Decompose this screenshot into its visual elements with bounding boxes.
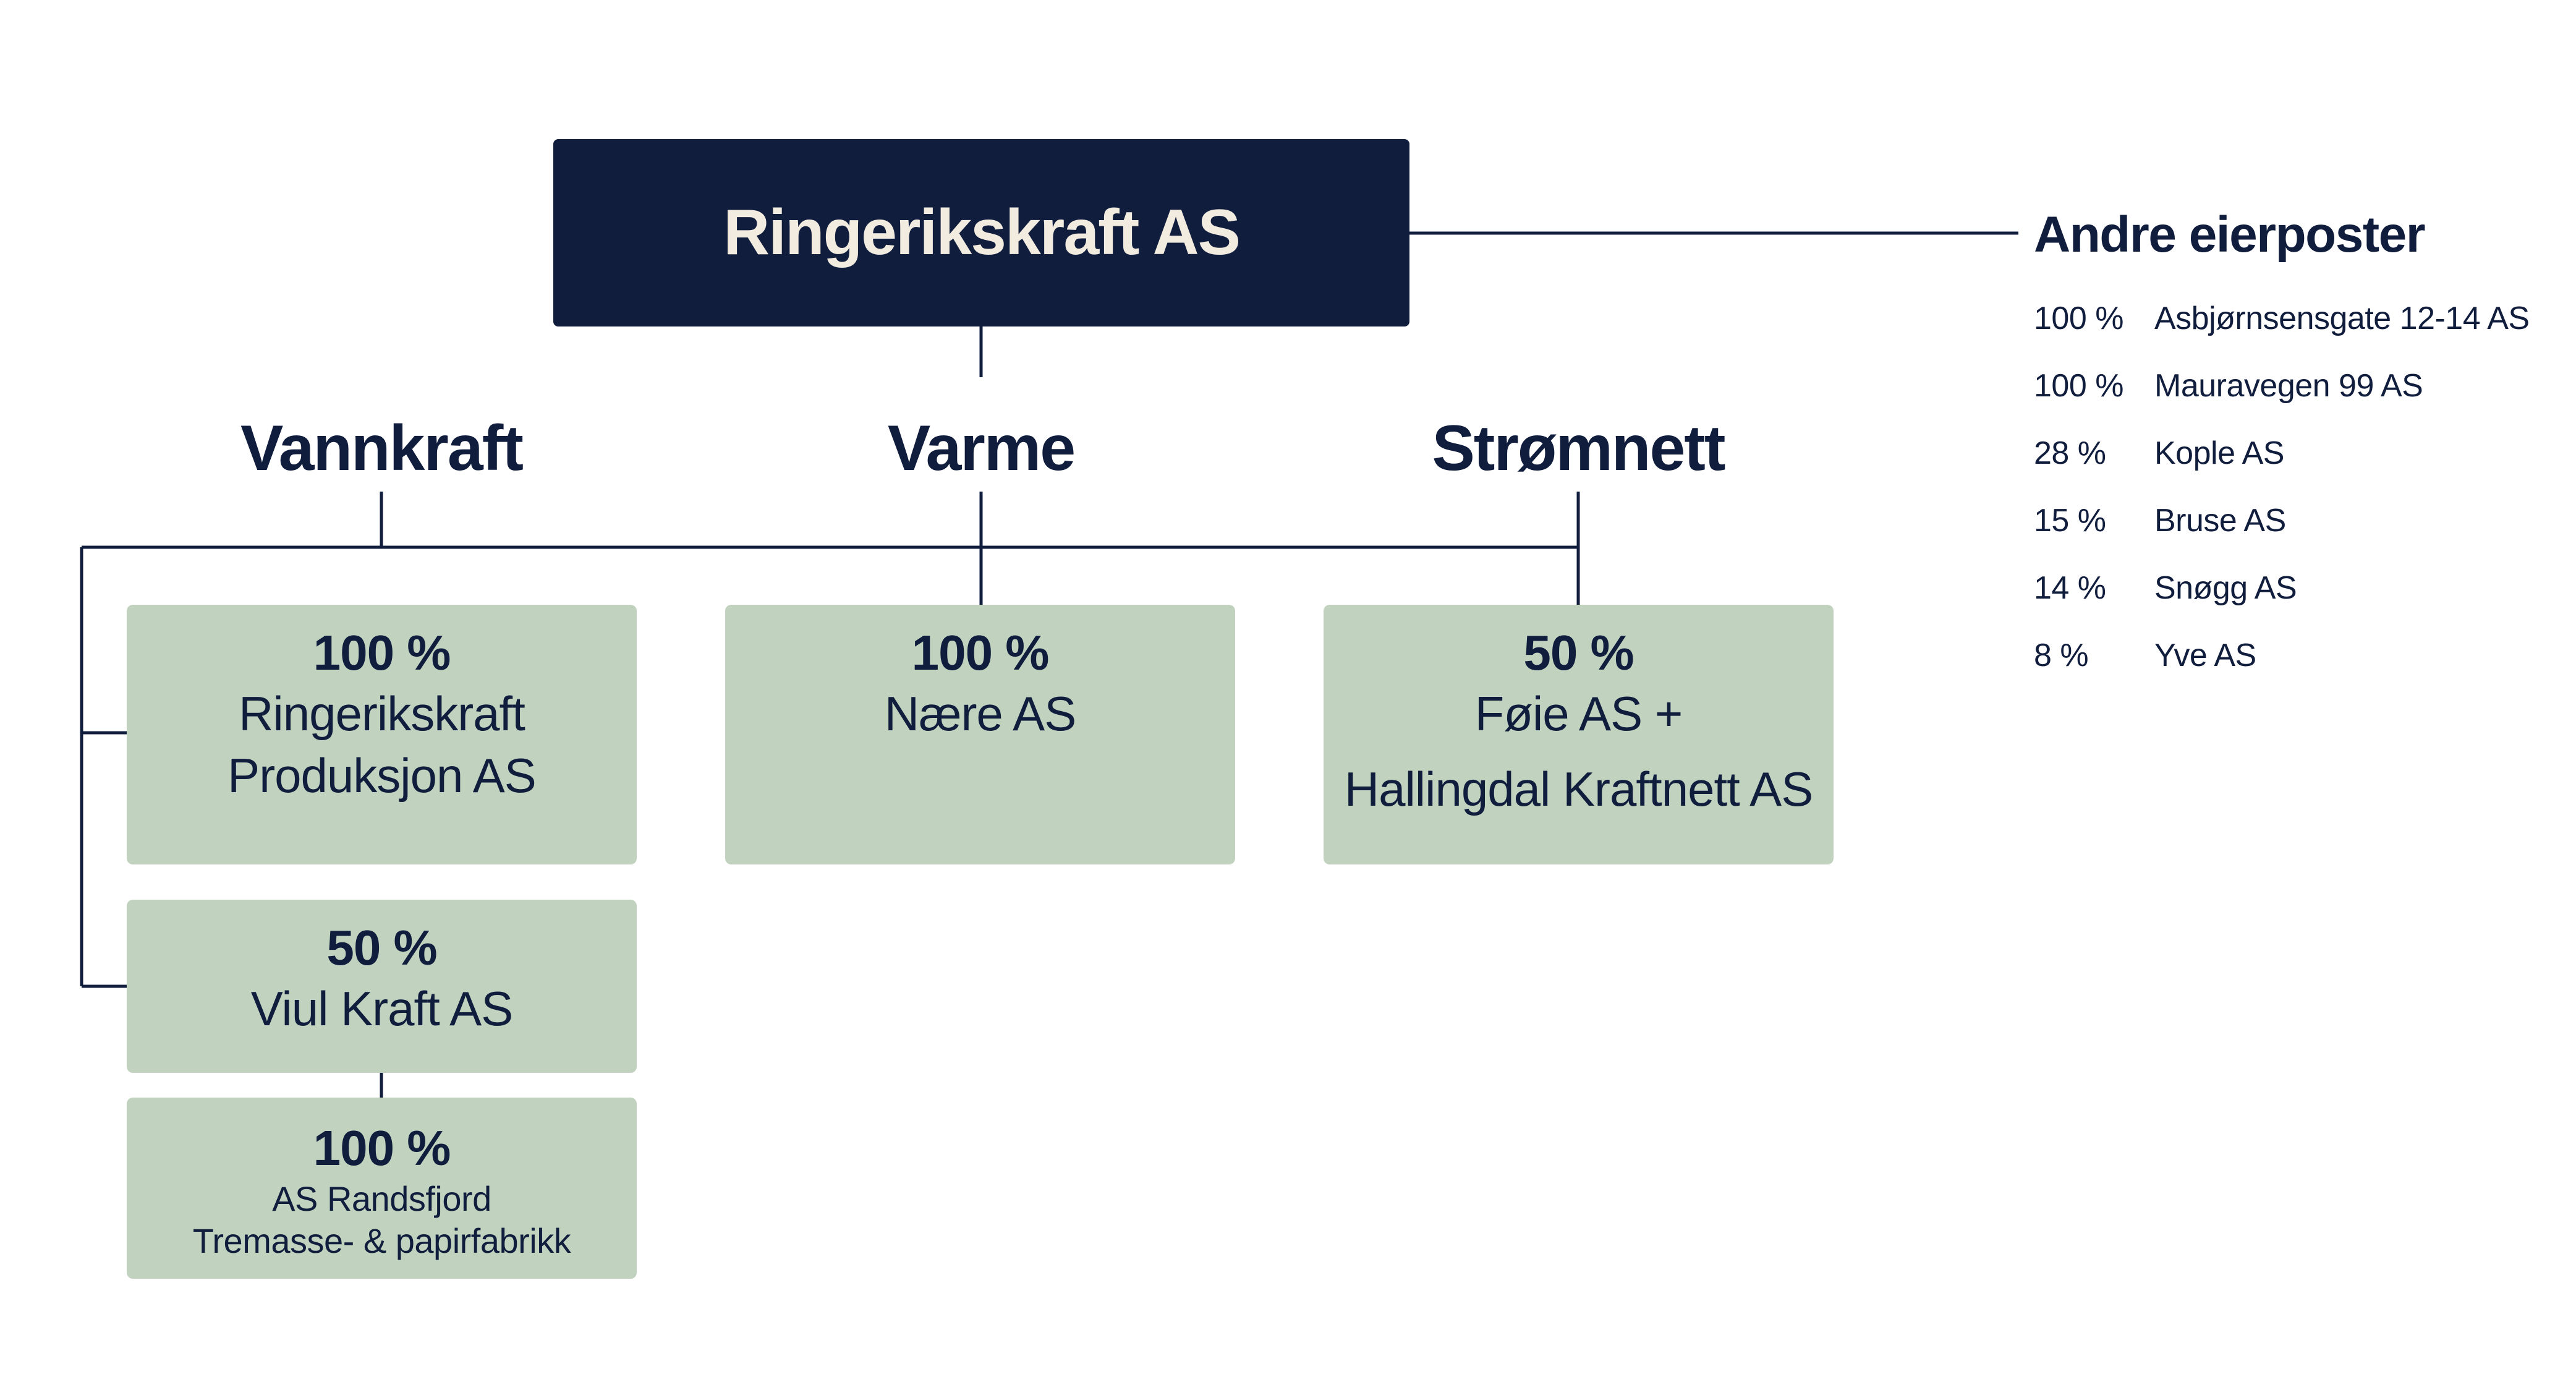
company-name-line2: Produksjon AS xyxy=(227,748,537,803)
other-holding-name: Yve AS xyxy=(2154,637,2256,673)
company-name-line2: Tremasse- & papirfabrikk xyxy=(192,1221,571,1260)
other-holding-row: 15 % Bruse AS xyxy=(2034,487,2559,554)
other-holding-percent: 8 % xyxy=(2034,637,2089,673)
other-holding-percent: 100 % xyxy=(2034,300,2123,336)
other-holding-name: Kople AS xyxy=(2154,435,2284,471)
company-name-line2: Hallingdal Kraftnett AS xyxy=(1344,762,1813,816)
other-holding-row: 100 % Asbjørnsensgate 12-14 AS xyxy=(2034,284,2559,352)
other-holding-row: 100 % Mauravegen 99 AS xyxy=(2034,352,2559,419)
root-company-name: Ringerikskraft AS xyxy=(723,197,1241,268)
other-holding-row: 8 % Yve AS xyxy=(2034,621,2559,689)
category-vannkraft: Vannkraft xyxy=(240,412,524,484)
company-box-foie: 50 % Føie AS + Hallingdal Kraftnett AS xyxy=(1324,605,1834,864)
company-percent: 100 % xyxy=(313,1120,451,1176)
company-box-naere: 100 % Nære AS xyxy=(725,605,1235,864)
other-holding-percent: 15 % xyxy=(2034,502,2106,539)
company-box-viul: 50 % Viul Kraft AS xyxy=(127,900,637,1073)
other-holdings-title: Andre eierposter xyxy=(2034,207,2426,263)
other-holding-row: 28 % Kople AS xyxy=(2034,419,2559,487)
other-holding-percent: 14 % xyxy=(2034,570,2106,606)
category-stromnett: Strømnett xyxy=(1432,412,1725,484)
other-holdings-list: 100 % Asbjørnsensgate 12-14 AS 100 % Mau… xyxy=(2034,284,2559,689)
other-holding-name: Asbjørnsensgate 12-14 AS xyxy=(2154,300,2530,336)
company-percent: 50 % xyxy=(1523,625,1634,680)
company-box-randsfjord: 100 % AS Randsfjord Tremasse- & papirfab… xyxy=(127,1098,637,1279)
company-name-line1: Nære AS xyxy=(884,686,1076,741)
other-holding-percent: 100 % xyxy=(2034,367,2123,404)
category-varme: Varme xyxy=(887,412,1076,484)
company-name-line1: Føie AS + xyxy=(1474,686,1683,741)
company-percent: 100 % xyxy=(313,625,451,680)
other-holding-percent: 28 % xyxy=(2034,435,2106,471)
company-name-line1: Viul Kraft AS xyxy=(250,981,513,1036)
other-holding-name: Bruse AS xyxy=(2154,502,2286,539)
root-company-box: Ringerikskraft AS xyxy=(553,139,1409,326)
other-holding-name: Snøgg AS xyxy=(2154,570,2297,606)
company-name-line1: Ringerikskraft xyxy=(239,686,525,741)
company-percent: 100 % xyxy=(911,625,1050,680)
other-holding-name: Mauravegen 99 AS xyxy=(2154,367,2423,404)
company-box-produksjon: 100 % Ringerikskraft Produksjon AS xyxy=(127,605,637,864)
company-percent: 50 % xyxy=(326,920,437,975)
company-name-line1: AS Randsfjord xyxy=(272,1179,491,1218)
other-holding-row: 14 % Snøgg AS xyxy=(2034,554,2559,621)
